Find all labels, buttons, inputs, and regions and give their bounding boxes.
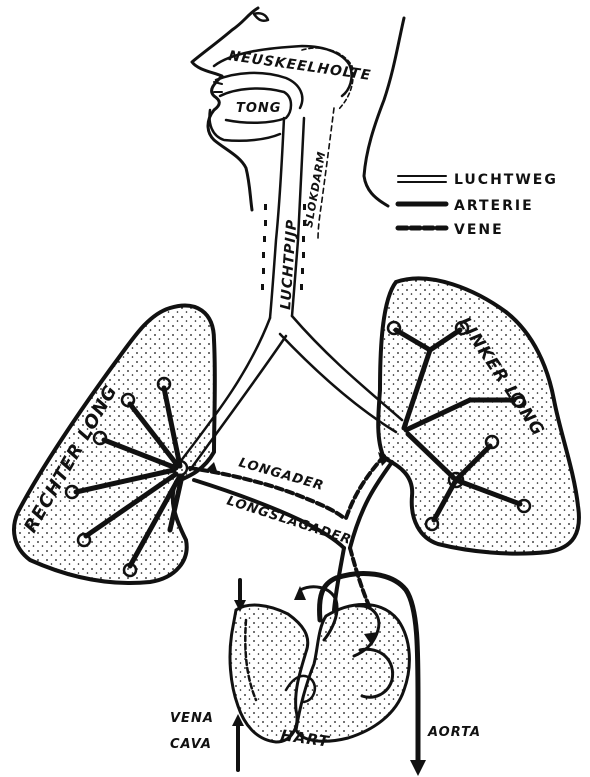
- pulmonary-vessels: [190, 452, 392, 548]
- legend-artery-label: ARTERIE: [454, 198, 534, 214]
- label-vena-cava-line2: CAVA: [170, 737, 212, 752]
- legend-vein-label: VENE: [454, 222, 504, 238]
- label-trachea: LUCHTPIJP: [278, 218, 300, 310]
- legend-artery: ARTERIE: [398, 198, 534, 214]
- legend-airway: LUCHTWEG: [398, 172, 558, 188]
- label-nasopharynx: NEUSKEELHOLTE: [227, 48, 372, 84]
- legend-airway-label: LUCHTWEG: [454, 172, 558, 188]
- label-vena-cava-line1: VENA: [170, 711, 214, 726]
- legend: LUCHTWEG ARTERIE VENE: [398, 172, 558, 238]
- label-aorta: AORTA: [427, 725, 481, 740]
- label-tongue: TONG: [236, 101, 281, 116]
- legend-vein: VENE: [398, 222, 504, 238]
- label-esophagus: SLOKDARM: [302, 150, 328, 229]
- label-pulmonary-artery: LONGSLAGADER: [225, 494, 354, 549]
- head-profile: [192, 8, 404, 210]
